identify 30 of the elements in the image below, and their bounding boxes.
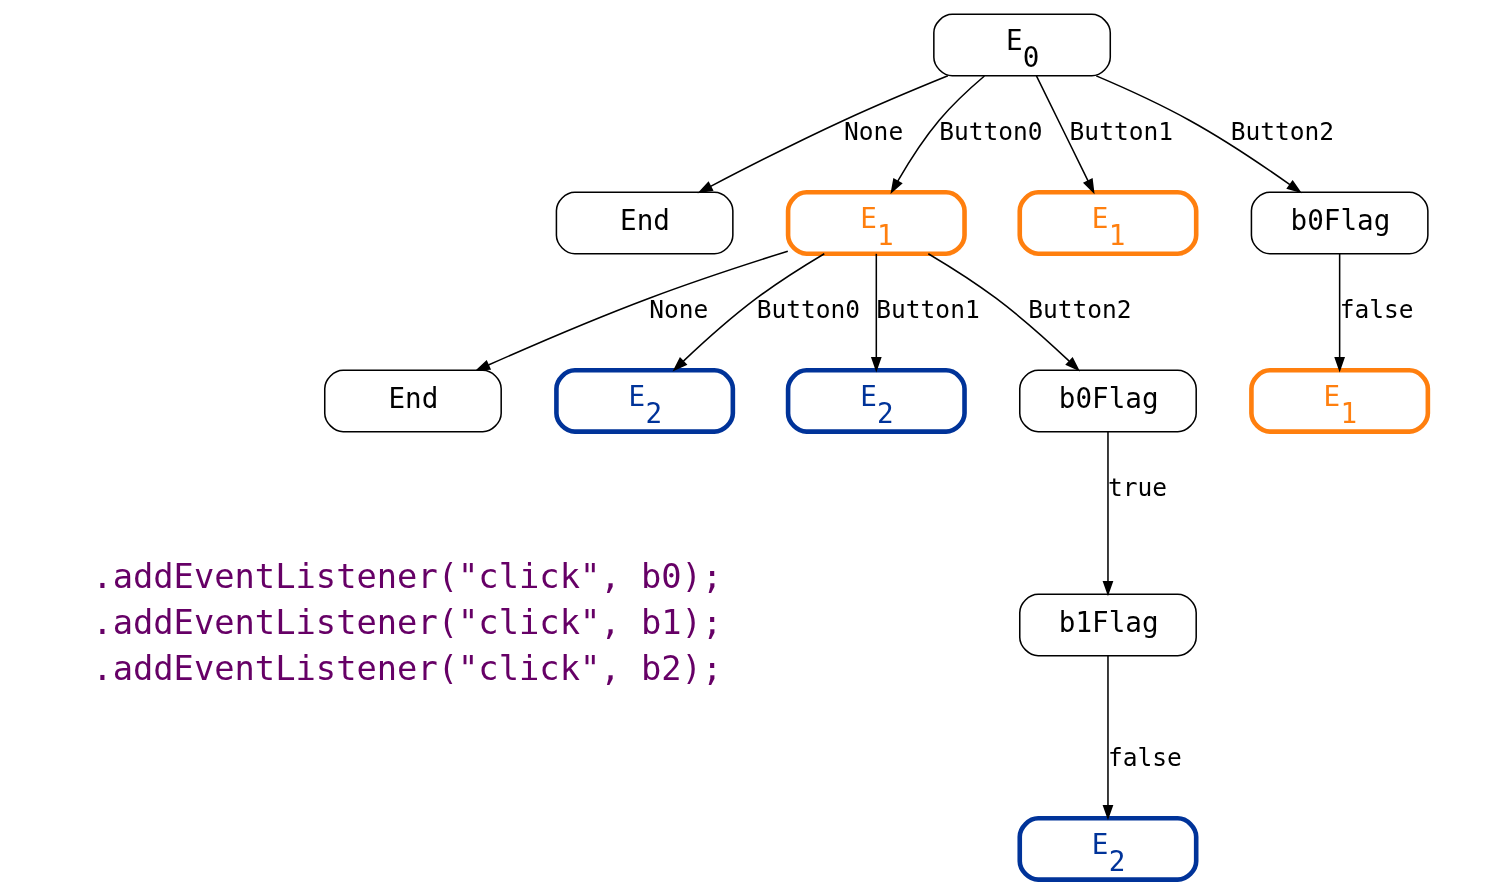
node-box: b0Flag xyxy=(1018,369,1197,433)
node-box: End xyxy=(323,369,502,433)
node-box: b1Flag xyxy=(1018,593,1197,657)
edge-label: true xyxy=(1107,472,1167,502)
edge-label: Button0 xyxy=(756,294,860,324)
arrow xyxy=(870,253,882,373)
edge-label: Button2 xyxy=(1230,116,1334,146)
arrow xyxy=(696,75,949,194)
edge-label: Button2 xyxy=(1027,294,1132,324)
node-box: End xyxy=(555,191,734,255)
label: .addEventListener("click", b1); xyxy=(91,602,722,642)
arrow xyxy=(889,75,985,195)
edge-label: false xyxy=(1339,294,1413,324)
label: .addEventListener("click", b0); xyxy=(91,556,722,596)
arrow xyxy=(1102,655,1113,821)
arrow xyxy=(1095,75,1302,194)
edge-label: Button1 xyxy=(875,294,980,324)
edge-label: Button0 xyxy=(938,116,1043,146)
edge-label: false xyxy=(1107,742,1182,772)
edge-label: None xyxy=(843,116,903,146)
arrow xyxy=(1102,431,1113,597)
edge-label: None xyxy=(648,294,708,324)
arrow xyxy=(927,252,1080,372)
arrow xyxy=(1035,75,1095,195)
label: .addEventListener("click", b2); xyxy=(91,648,722,688)
node-box: b0Flag xyxy=(1250,191,1429,255)
arrow xyxy=(474,250,789,372)
edge-label: Button1 xyxy=(1069,116,1173,146)
arrow xyxy=(672,252,825,372)
arrow xyxy=(1333,253,1345,373)
